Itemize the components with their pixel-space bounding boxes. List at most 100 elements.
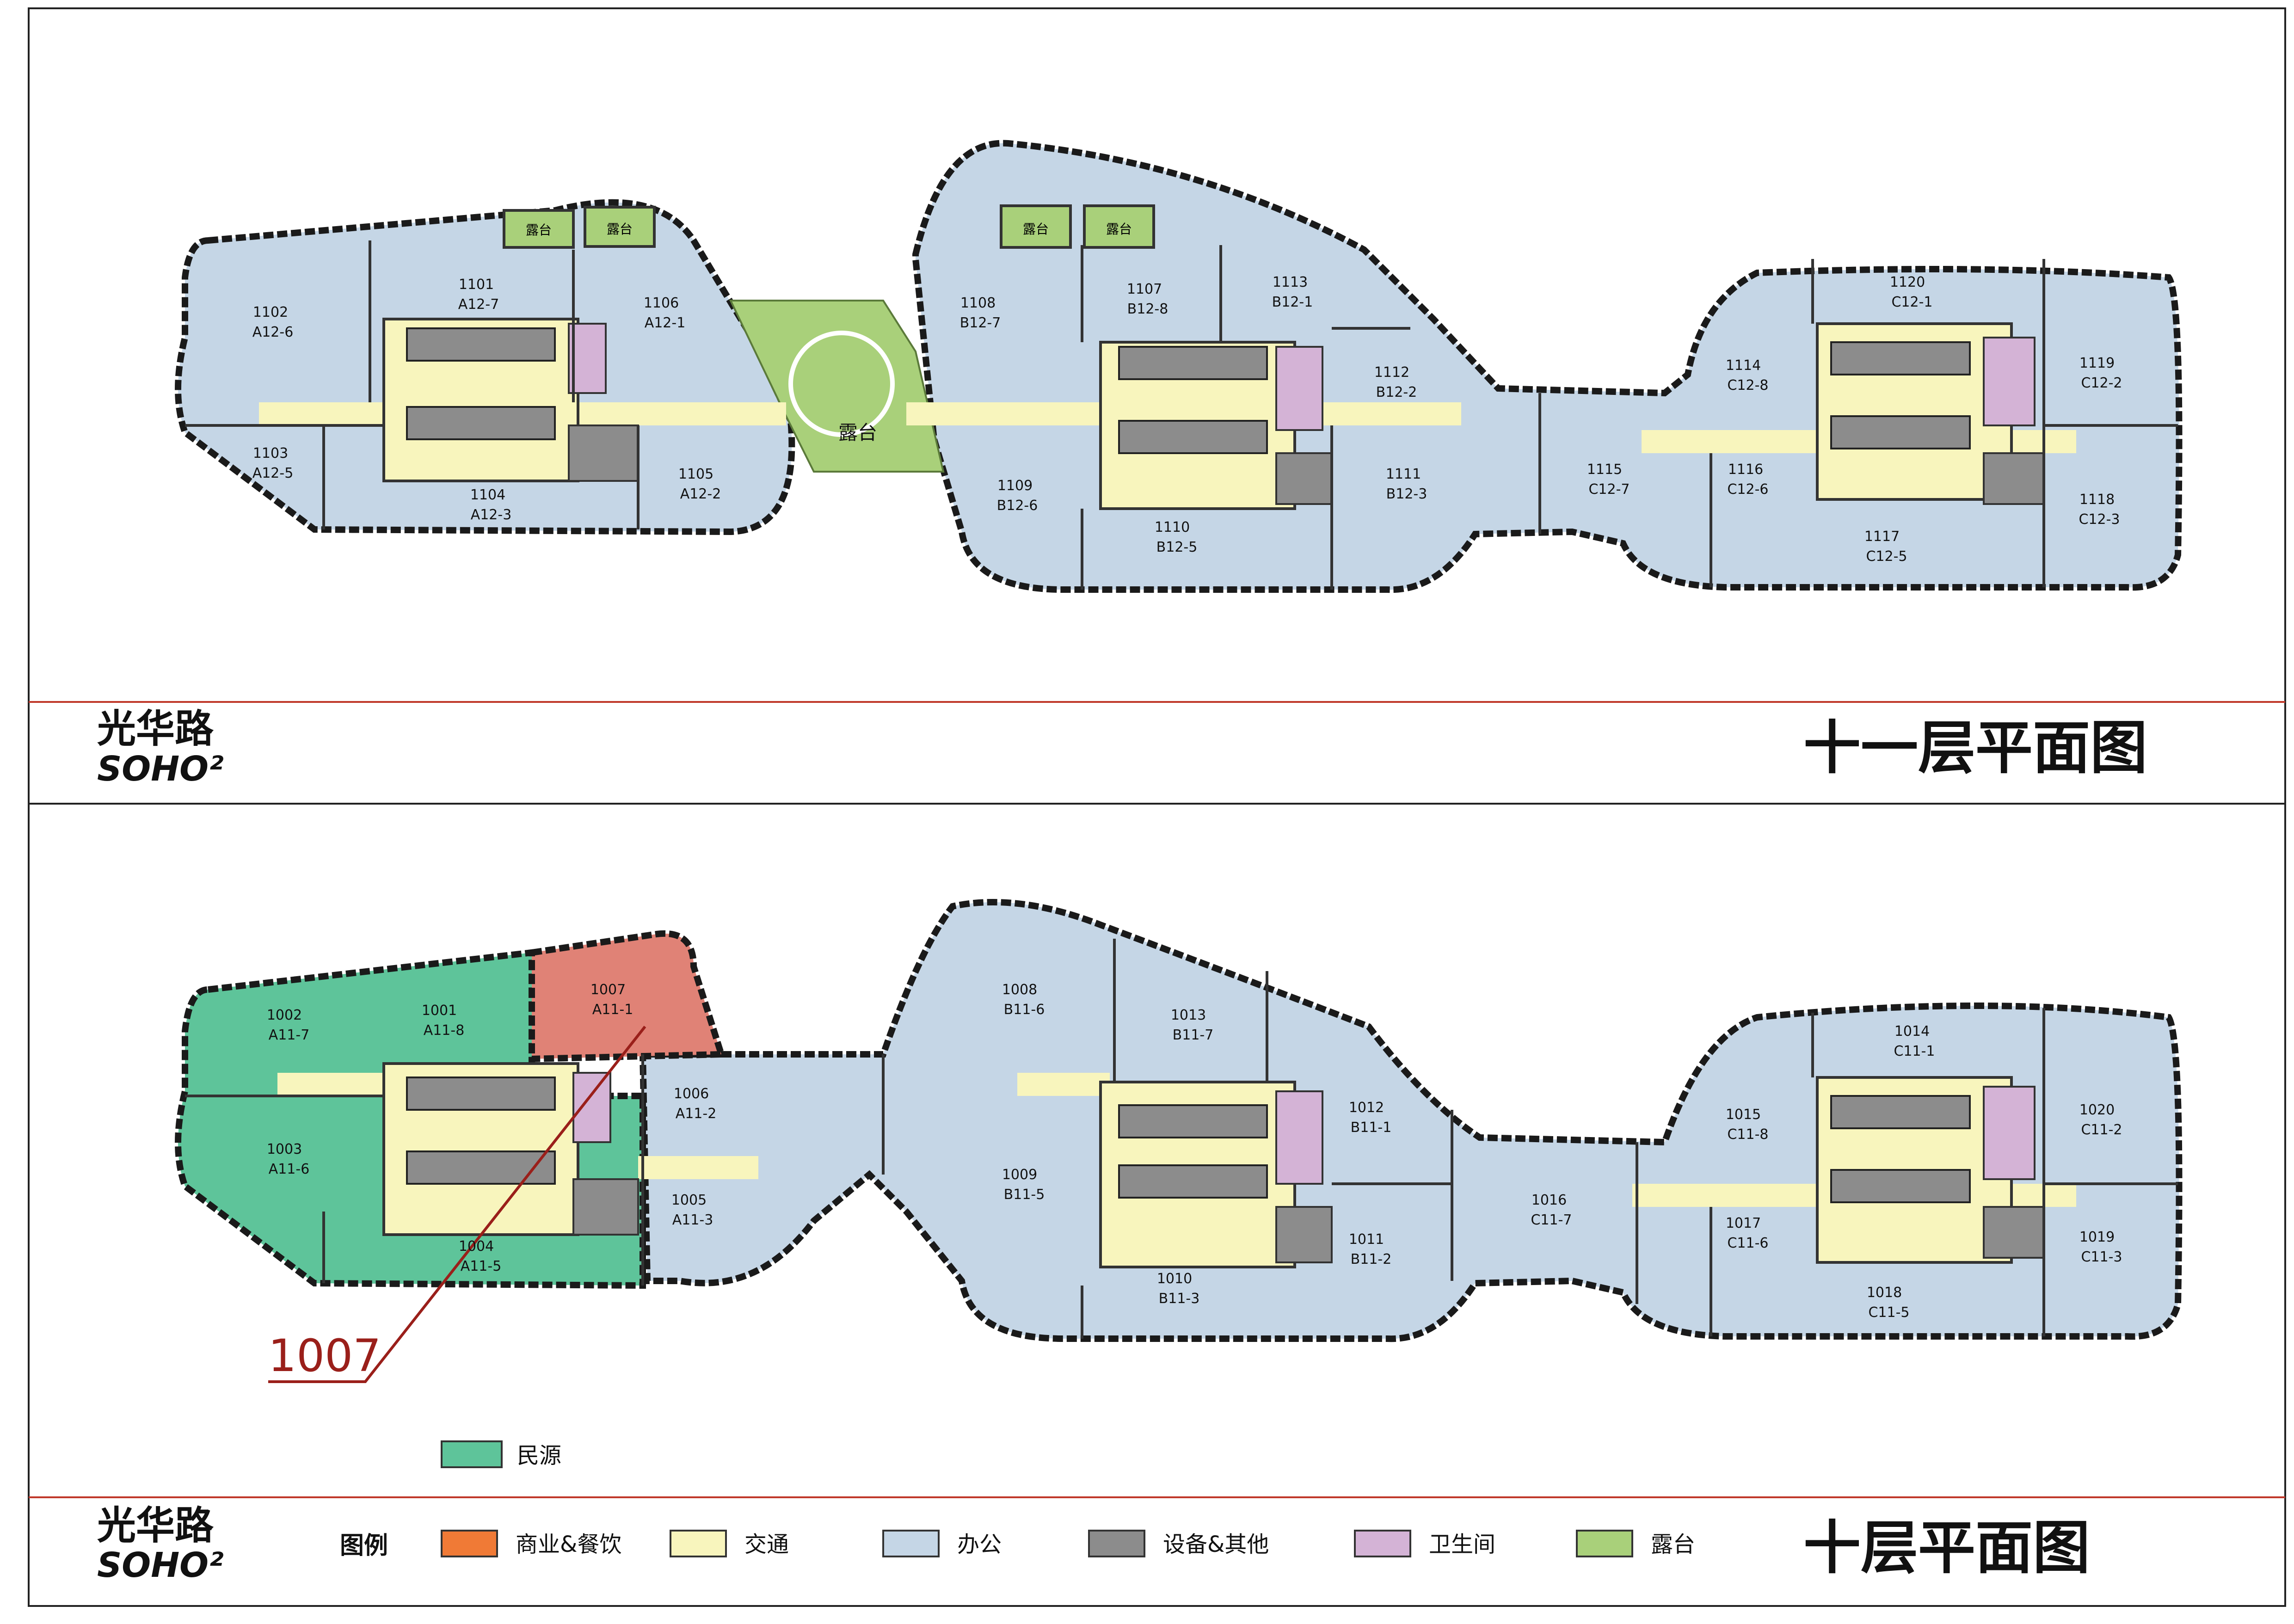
- legend-label-2: 办公: [957, 1532, 1002, 1557]
- floor-10-callout-leader: [268, 1026, 646, 1383]
- floor-10-wing-bc-outline: [639, 899, 2183, 1342]
- floor-10-corridor-a2: [638, 1156, 758, 1179]
- unit-1016-code: C11-7: [1531, 1212, 1572, 1228]
- brand-logo-top-en: SOHO²: [97, 749, 223, 789]
- unit-1104-code: A12-3: [471, 507, 512, 523]
- brand-logo-top: 光华路 SOHO²: [97, 706, 223, 789]
- unit-1110-no: 1110: [1155, 519, 1190, 535]
- unit-1020-code: C11-2: [2081, 1122, 2122, 1138]
- unit-1014-no: 1014: [1894, 1023, 1930, 1040]
- floor-10-core-a: [382, 1062, 639, 1236]
- unit-1001-code: A11-8: [424, 1022, 465, 1039]
- unit-1105-no: 1105: [678, 466, 713, 482]
- floor-11-core-c: [1816, 322, 2045, 505]
- floor-10-plan: 1007 1001 A11-8 1002 A11-7 1003 A11-6 10…: [175, 899, 2183, 1383]
- unit-1112-no: 1112: [1374, 364, 1409, 381]
- unit-1015-no: 1015: [1726, 1107, 1761, 1123]
- unit-1018-code: C11-5: [1868, 1304, 1909, 1321]
- unit-1111-code: B12-3: [1386, 486, 1427, 502]
- unit-1017-code: C11-6: [1727, 1235, 1768, 1251]
- unit-1001-no: 1001: [422, 1003, 457, 1019]
- brand-logo-bottom-en: SOHO²: [97, 1545, 223, 1585]
- unit-1120-code: C12-1: [1891, 294, 1932, 310]
- unit-1111-no: 1111: [1386, 466, 1421, 482]
- brand-logo-top-cn: 光华路: [97, 706, 214, 751]
- unit-1112-code: B12-2: [1376, 384, 1417, 400]
- brand-logo-bottom-cn: 光华路: [97, 1503, 214, 1548]
- unit-1019-no: 1019: [2079, 1229, 2115, 1245]
- unit-1010-no: 1010: [1157, 1271, 1192, 1287]
- unit-1018-no: 1018: [1867, 1285, 1902, 1301]
- floor-11-terrace-box-label-1: 露台: [526, 222, 552, 238]
- legend-swatch-1: [670, 1530, 727, 1557]
- unit-1113-no: 1113: [1273, 274, 1308, 290]
- floor-10-title: 十层平面图: [1803, 1515, 2090, 1581]
- unit-1108-code: B12-7: [960, 315, 1001, 331]
- unit-1004-no: 1004: [459, 1238, 494, 1255]
- unit-1016-no: 1016: [1531, 1192, 1567, 1208]
- floor-11-core-b: [1099, 341, 1333, 510]
- floor-10-corridor-a: [277, 1073, 398, 1096]
- minyuan-legend-swatch: [441, 1440, 503, 1468]
- floor-10-partitions: [185, 939, 2178, 1339]
- unit-1110-code: B12-5: [1156, 539, 1198, 555]
- floor-10-core-c: [1816, 1076, 2045, 1264]
- unit-1006-no: 1006: [674, 1086, 709, 1102]
- unit-1114-code: C12-8: [1727, 377, 1768, 394]
- unit-1107-no: 1107: [1127, 281, 1162, 297]
- legend-label-1: 交通: [744, 1532, 789, 1557]
- floor-10-corridor-b: [1017, 1073, 1110, 1096]
- unit-1009-no: 1009: [1002, 1167, 1037, 1183]
- unit-1019-code: C11-3: [2081, 1249, 2122, 1265]
- unit-1012-code: B11-1: [1351, 1120, 1392, 1136]
- unit-1004-code: A11-5: [461, 1258, 502, 1274]
- unit-1114-no: 1114: [1726, 357, 1761, 374]
- unit-1012-no: 1012: [1349, 1100, 1384, 1116]
- floor-11-plan: 露台 露台 露台 露台 露台: [175, 140, 2183, 593]
- unit-1119-no: 1119: [2079, 355, 2115, 371]
- unit-1101-no: 1101: [459, 277, 494, 293]
- unit-1106-no: 1106: [644, 295, 679, 311]
- legend: 商业&餐饮交通办公设备&其他卫生间露台: [441, 1530, 1695, 1557]
- floor-11-core-a: [382, 318, 639, 482]
- unit-1007-no: 1007: [590, 982, 626, 998]
- unit-1109-code: B12-6: [997, 498, 1038, 514]
- unit-1003-code: A11-6: [269, 1161, 310, 1177]
- unit-1007-code: A11-1: [592, 1002, 633, 1018]
- unit-1116-no: 1116: [1728, 461, 1763, 478]
- legend-swatch-3: [1088, 1530, 1145, 1557]
- floor-11-terrace-box-4: [1083, 204, 1155, 249]
- unit-1109-no: 1109: [997, 478, 1033, 494]
- unit-1014-code: C11-1: [1894, 1043, 1935, 1059]
- unit-1104-no: 1104: [470, 487, 505, 503]
- legend-title: 图例: [340, 1532, 388, 1560]
- floor-11-terrace-box-1: [503, 209, 575, 249]
- floor-11-terrace-box-label-2: 露台: [607, 221, 633, 237]
- unit-1116-code: C12-6: [1727, 481, 1768, 498]
- unit-1115-no: 1115: [1587, 461, 1622, 478]
- floor-11-terrace-box-3: [1000, 204, 1072, 249]
- legend-label-4: 卫生间: [1429, 1532, 1495, 1557]
- unit-1008-code: B11-6: [1004, 1002, 1045, 1018]
- unit-1009-code: B11-5: [1004, 1187, 1045, 1203]
- unit-1017-no: 1017: [1726, 1215, 1761, 1231]
- floor-10-unit-labels: 1001 A11-8 1002 A11-7 1003 A11-6 1004 A1…: [267, 982, 2122, 1321]
- unit-1102-no: 1102: [253, 304, 288, 320]
- floor-11-terrace-box-label-4: 露台: [1106, 221, 1132, 237]
- legend-label-0: 商业&餐饮: [516, 1532, 621, 1557]
- unit-1119-code: C12-2: [2081, 375, 2122, 391]
- floor-11-terrace-box-label-3: 露台: [1023, 221, 1049, 237]
- legend-swatch-5: [1576, 1530, 1633, 1557]
- unit-1103-code: A12-5: [252, 465, 294, 481]
- unit-1011-no: 1011: [1349, 1231, 1384, 1248]
- unit-1011-code: B11-2: [1351, 1251, 1392, 1267]
- unit-1118-no: 1118: [2079, 492, 2115, 508]
- floor-10-core-b: [1099, 1081, 1333, 1268]
- unit-1106-code: A12-1: [645, 315, 686, 331]
- unit-1117-code: C12-5: [1866, 548, 1907, 565]
- floor-11-terrace-box-2: [584, 206, 656, 248]
- unit-1005-code: A11-3: [672, 1212, 713, 1228]
- unit-1101-code: A12-7: [458, 296, 499, 313]
- unit-1003-no: 1003: [267, 1141, 302, 1157]
